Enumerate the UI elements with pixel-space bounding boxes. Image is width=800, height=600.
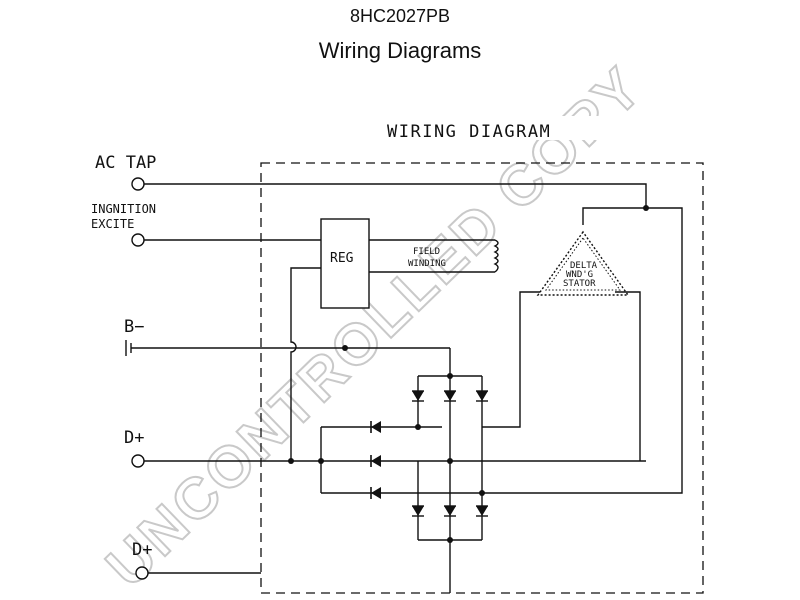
ground-symbol <box>125 340 450 356</box>
frame-title: WIRING DIAGRAM <box>387 122 551 142</box>
positive-diode-1 <box>411 505 425 517</box>
delta-stator: DELTA WND'G STATOR <box>536 230 630 296</box>
field-winding: FIELD WINDING <box>369 239 499 273</box>
positive-diode-2 <box>443 505 457 517</box>
d-plus-terminal-lower <box>135 566 149 580</box>
d-plus-terminal-upper <box>131 454 145 468</box>
positive-diode-3 <box>475 505 489 517</box>
page-subtitle: Wiring Diagrams <box>318 38 482 63</box>
regulator-label: REG <box>330 251 354 266</box>
wndg-label: WND'G <box>566 270 593 280</box>
stator-phase-b <box>615 291 641 461</box>
ignition-terminal <box>131 233 145 247</box>
ignition-label: INGNITION <box>91 202 156 216</box>
d-plus-label-lower: D+ <box>132 540 152 560</box>
field-label: FIELD <box>413 247 440 257</box>
ac-tap-label: AC TAP <box>95 153 156 173</box>
exciter-diode-1 <box>370 420 382 434</box>
stator-phase-a <box>482 291 540 428</box>
stator-label: STATOR <box>563 279 596 289</box>
d-plus-label-upper: D+ <box>124 428 144 448</box>
page-title: 8HC2027PB <box>349 6 451 26</box>
ac-tap-terminal <box>131 177 145 191</box>
negative-diode-1 <box>411 390 425 402</box>
reg-dplus-wire <box>290 267 321 461</box>
excite-label: EXCITE <box>91 217 134 231</box>
exciter-diode-2 <box>370 454 382 468</box>
delta-label: DELTA <box>570 261 598 271</box>
ac-tap-wire <box>144 183 647 208</box>
exciter-diode-3 <box>370 486 382 500</box>
regulator-box <box>320 218 370 309</box>
negative-diode-2 <box>443 390 457 402</box>
b-minus-label: B− <box>124 317 144 337</box>
winding-label: WINDING <box>408 259 446 269</box>
stator-phase-c <box>482 207 683 494</box>
negative-diode-3 <box>475 390 489 402</box>
